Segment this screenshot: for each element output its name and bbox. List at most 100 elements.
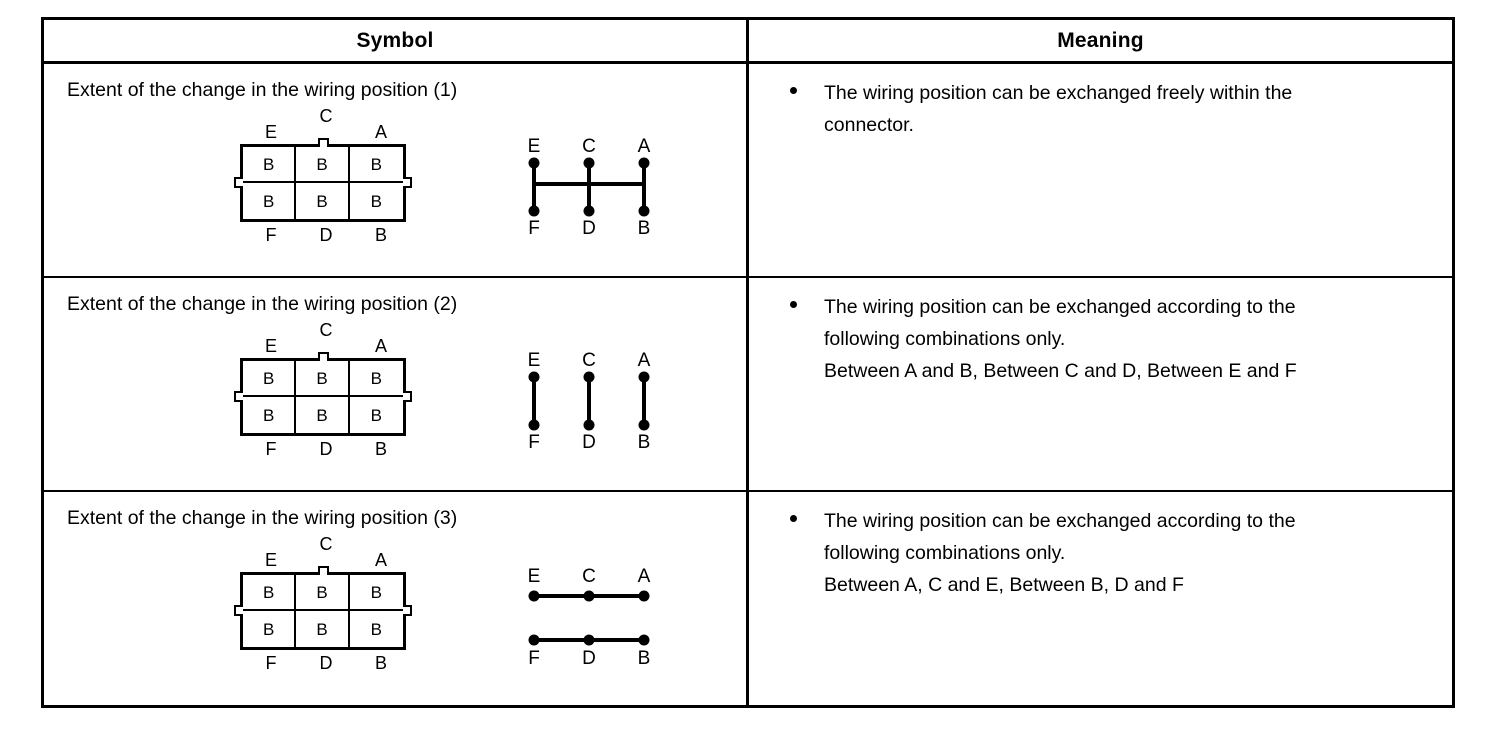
schematic-label-bottom: F: [528, 432, 540, 453]
schematic-label-bottom: F: [528, 648, 540, 669]
connector-label-top: E: [264, 336, 277, 356]
connector-label-top: C: [319, 534, 333, 554]
terminal-dot: [638, 634, 650, 646]
terminal-dot: [583, 590, 595, 602]
terminal-dot: [638, 371, 650, 383]
meaning-block-1: The wiring position can be exchanged fre…: [788, 77, 1432, 141]
symbol-title-2: Extent of the change in the wiring posit…: [67, 293, 458, 315]
symbol-cell-1: Extent of the change in the wiring posit…: [44, 64, 746, 276]
schematic-label-bottom: D: [582, 218, 596, 239]
schematic-diagram-1: E C A: [504, 132, 674, 242]
symbol-title-3: Extent of the change in the wiring posit…: [67, 507, 458, 529]
schematic-svg: E C A F D: [528, 566, 651, 669]
connector-label-top: E: [264, 122, 277, 142]
connector-cell: B: [243, 611, 297, 647]
connector-label-bottom: D: [319, 225, 333, 245]
terminal-dot: [583, 419, 595, 431]
connector-tab-right-icon: [403, 391, 412, 402]
meaning-text-line: The wiring position can be exchanged acc…: [824, 296, 1296, 318]
connector-label-top: C: [319, 320, 333, 340]
meaning-text-line: Between A, C and E, Between B, D and F: [824, 574, 1184, 596]
bullet-point-icon: [790, 301, 797, 308]
connector-cell: B: [243, 575, 297, 611]
connector-label-top: E: [264, 550, 277, 570]
connector-cell: B: [296, 575, 350, 611]
connector-cell: B: [370, 191, 382, 211]
meaning-bullet-item: The wiring position can be exchanged acc…: [788, 291, 1432, 387]
connector-cell: B: [243, 397, 297, 433]
column-header-symbol: Symbol: [356, 28, 434, 52]
connector-label-bottom: F: [265, 225, 277, 245]
terminal-dot: [528, 634, 540, 646]
connector-cell: B: [296, 611, 350, 647]
schematic-label-bottom: B: [638, 648, 651, 669]
connector-cell: B: [243, 147, 297, 183]
schematic-label-bottom: F: [528, 218, 540, 239]
connector-cell: B: [349, 575, 403, 611]
terminal-dot: [528, 590, 540, 602]
schematic-diagram-3: E C A F D: [504, 560, 674, 670]
bullet-point-icon: [790, 87, 797, 94]
column-header-meaning: Meaning: [1057, 28, 1144, 52]
terminal-dot: [638, 419, 650, 431]
terminal-dot: [528, 157, 540, 169]
schematic-label-top: C: [582, 566, 596, 587]
schematic-label-top: E: [528, 566, 541, 587]
connector-label-top: C: [319, 106, 333, 126]
connector-label-top: A: [374, 336, 387, 356]
terminal-dot: [638, 205, 650, 217]
terminal-dot: [583, 634, 595, 646]
bullet-point-icon: [790, 515, 797, 522]
terminal-dot: [528, 205, 540, 217]
connector-cell: B: [296, 397, 350, 433]
connector-block-3: B B B B B B E C A F: [234, 535, 412, 672]
connector-tab-right-icon: [403, 177, 412, 188]
meaning-block-2: The wiring position can be exchanged acc…: [788, 291, 1432, 387]
meaning-cell-2: The wiring position can be exchanged acc…: [749, 278, 1452, 490]
meaning-text-line: Between A and B, Between C and D, Betwee…: [824, 360, 1297, 382]
schematic-label-top: C: [582, 350, 596, 371]
connector-label-bottom: F: [265, 653, 277, 673]
terminal-dot: [638, 157, 650, 169]
connector-label-bottom: B: [374, 439, 387, 459]
symbol-diagram-1: B B B B B B E C A F: [44, 107, 746, 262]
meaning-block-3: The wiring position can be exchanged acc…: [788, 505, 1432, 601]
connector-grid: B B B B B B E C A F: [234, 535, 412, 672]
schematic-label-top: E: [528, 350, 541, 371]
meaning-text-line: The wiring position can be exchanged acc…: [824, 510, 1296, 532]
connector-label-bottom: F: [265, 439, 277, 459]
terminal-dot: [528, 371, 540, 383]
connector-cell: B: [296, 361, 350, 397]
connector-tab-top-icon: [318, 566, 329, 575]
connector-label-bottom: B: [374, 653, 387, 673]
connector-block-2: B B B B B B E C A F: [234, 321, 412, 458]
terminal-dot: [583, 205, 595, 217]
meaning-bullet-item: The wiring position can be exchanged acc…: [788, 505, 1432, 601]
symbol-cell-3: Extent of the change in the wiring posit…: [44, 492, 746, 706]
schematic-label-bottom: D: [582, 648, 596, 669]
connector-cell: B: [296, 183, 350, 219]
schematic-label-bottom: B: [638, 432, 651, 453]
meaning-bullet-item: The wiring position can be exchanged fre…: [788, 77, 1432, 141]
schematic-label-bottom: B: [638, 218, 651, 239]
schematic-svg: E C A F: [528, 350, 651, 453]
connector-cell: B: [370, 619, 382, 639]
connector-grid: B B B B B B E C A F: [234, 107, 412, 244]
connector-grid: B B B B B B E C A F: [234, 321, 412, 458]
connector-cell: B: [243, 361, 297, 397]
meaning-text-line: following combinations only.: [824, 542, 1066, 564]
schematic-diagram-2: E C A F: [504, 346, 674, 456]
connector-label-top: A: [374, 550, 387, 570]
table-row: Extent of the change in the wiring posit…: [44, 492, 1452, 706]
connector-tab-top-icon: [318, 352, 329, 361]
connector-block-1: B B B B B B E C A F: [234, 107, 412, 244]
terminal-dot: [638, 590, 650, 602]
column-divider: [746, 20, 749, 705]
schematic-svg: E C A: [528, 136, 651, 239]
meaning-text-line: following combinations only.: [824, 328, 1066, 350]
connector-label-top: A: [374, 122, 387, 142]
meaning-text-line: The wiring position can be exchanged fre…: [824, 82, 1293, 104]
meaning-cell-3: The wiring position can be exchanged acc…: [749, 492, 1452, 706]
schematic-label-top: A: [638, 566, 651, 587]
